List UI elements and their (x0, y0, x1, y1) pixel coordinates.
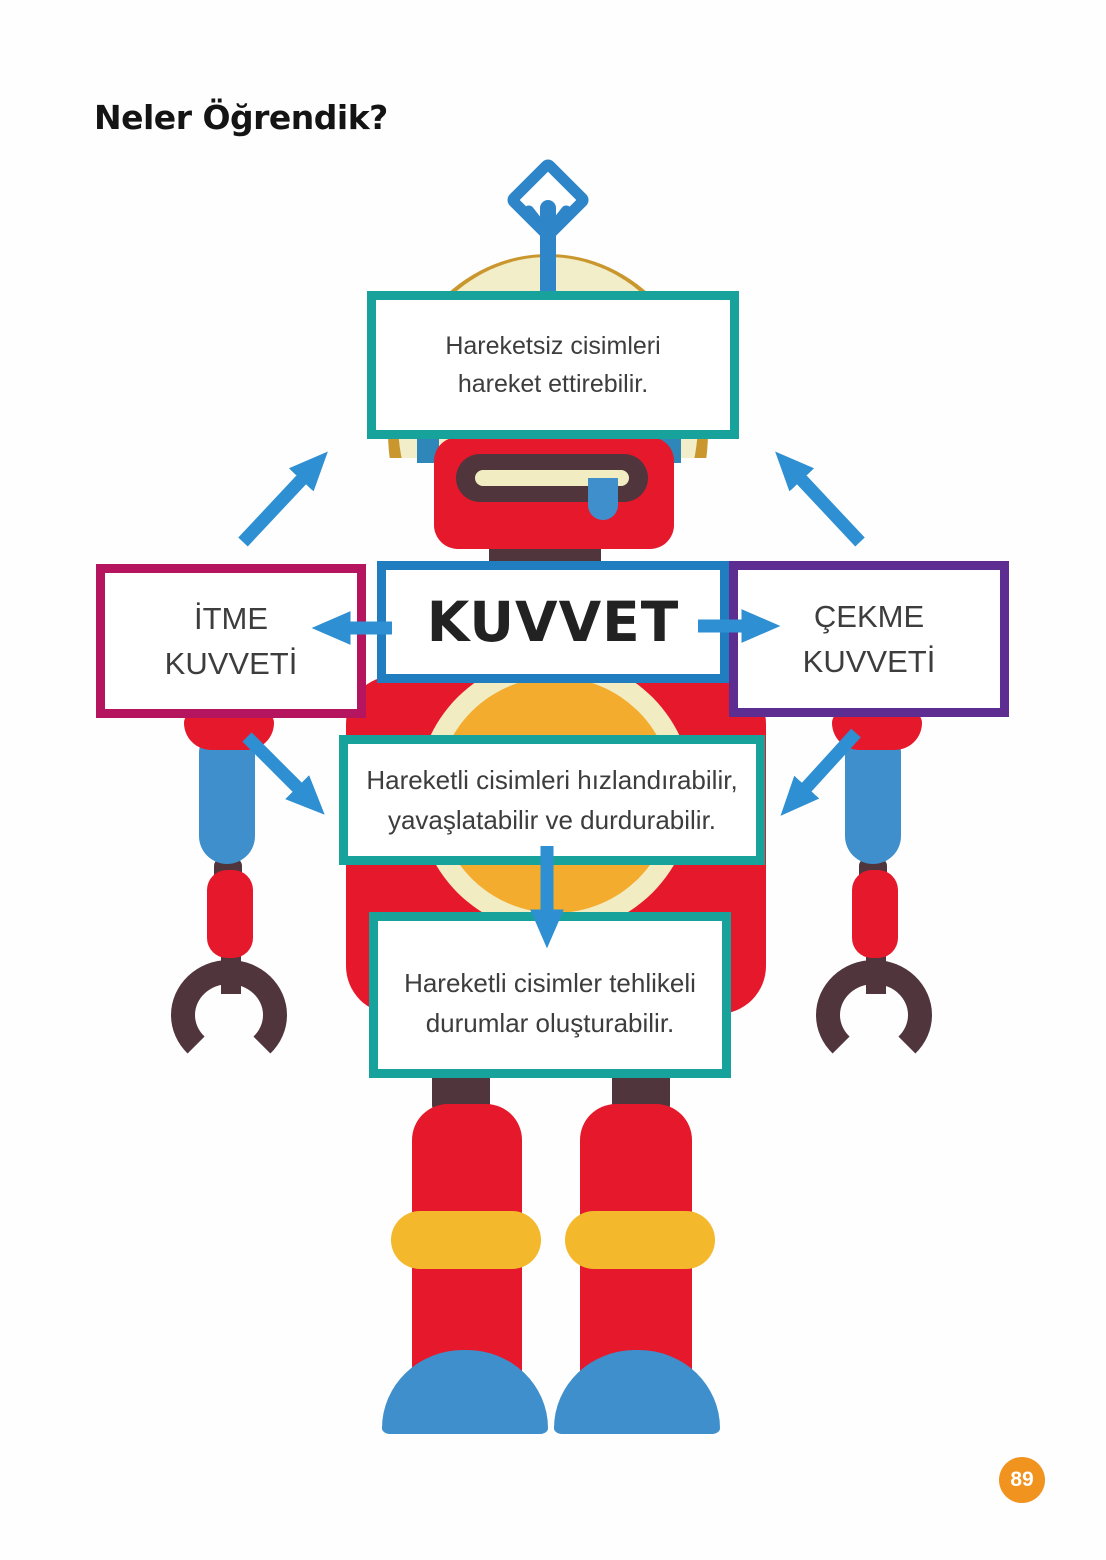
robot-forearm-left (207, 870, 253, 958)
robot-forearm-right (852, 870, 898, 958)
arrow-up-left-icon (238, 451, 328, 547)
robot-claw-left (171, 960, 287, 1070)
push-force-line2: KUVVETİ (164, 646, 298, 681)
robot-upper-arm-right (845, 734, 901, 864)
robot-knee-band-left (391, 1211, 541, 1269)
concept-box-speed-change: Hareketli cisimleri hızlandırabilir, yav… (339, 735, 765, 865)
concept-box-moves-stationary: Hareketsiz cisimleri hareket ettirebilir… (367, 291, 739, 439)
speed-change-line2: yavaşlatabilir ve durdurabilir. (387, 805, 717, 835)
speed-change-line1: Hareketli cisimleri hızlandırabilir, (366, 765, 738, 795)
danger-line1: Hareketli cisimler tehlikeli (404, 968, 696, 998)
pull-force-line1: ÇEKME (813, 599, 925, 634)
concept-box-moves-stationary-line2: hareket ettirebilir. (457, 370, 649, 398)
page-title: Neler Öğrendik? (94, 98, 388, 137)
concept-box-force: KUVVET (377, 561, 729, 683)
force-label: KUVVET (426, 590, 680, 654)
arrow-up-right-icon (775, 451, 865, 547)
robot-foot-left (382, 1350, 548, 1434)
concept-box-danger: Hareketli cisimler tehlikeli durumlar ol… (369, 912, 731, 1078)
danger-line2: durumlar oluşturabilir. (425, 1008, 675, 1038)
robot-ear-left (417, 437, 439, 463)
robot-shoulder-right (832, 712, 922, 750)
robot-upper-arm-left (199, 734, 255, 864)
robot-knee-band-right (565, 1211, 715, 1269)
page-number-badge: 89 (999, 1457, 1045, 1503)
push-force-line1: İTME (193, 601, 269, 636)
pull-force-line2: KUVVETİ (802, 644, 936, 679)
robot-foot-right (554, 1350, 720, 1434)
concept-box-push-force: İTME KUVVETİ (96, 564, 366, 718)
concept-box-moves-stationary-line1: Hareketsiz cisimleri (445, 332, 661, 360)
robot-antenna-stem (540, 200, 556, 300)
robot-visor-tab (588, 478, 618, 520)
robot-claw-right (816, 960, 932, 1070)
concept-box-pull-force: ÇEKME KUVVETİ (729, 561, 1009, 717)
